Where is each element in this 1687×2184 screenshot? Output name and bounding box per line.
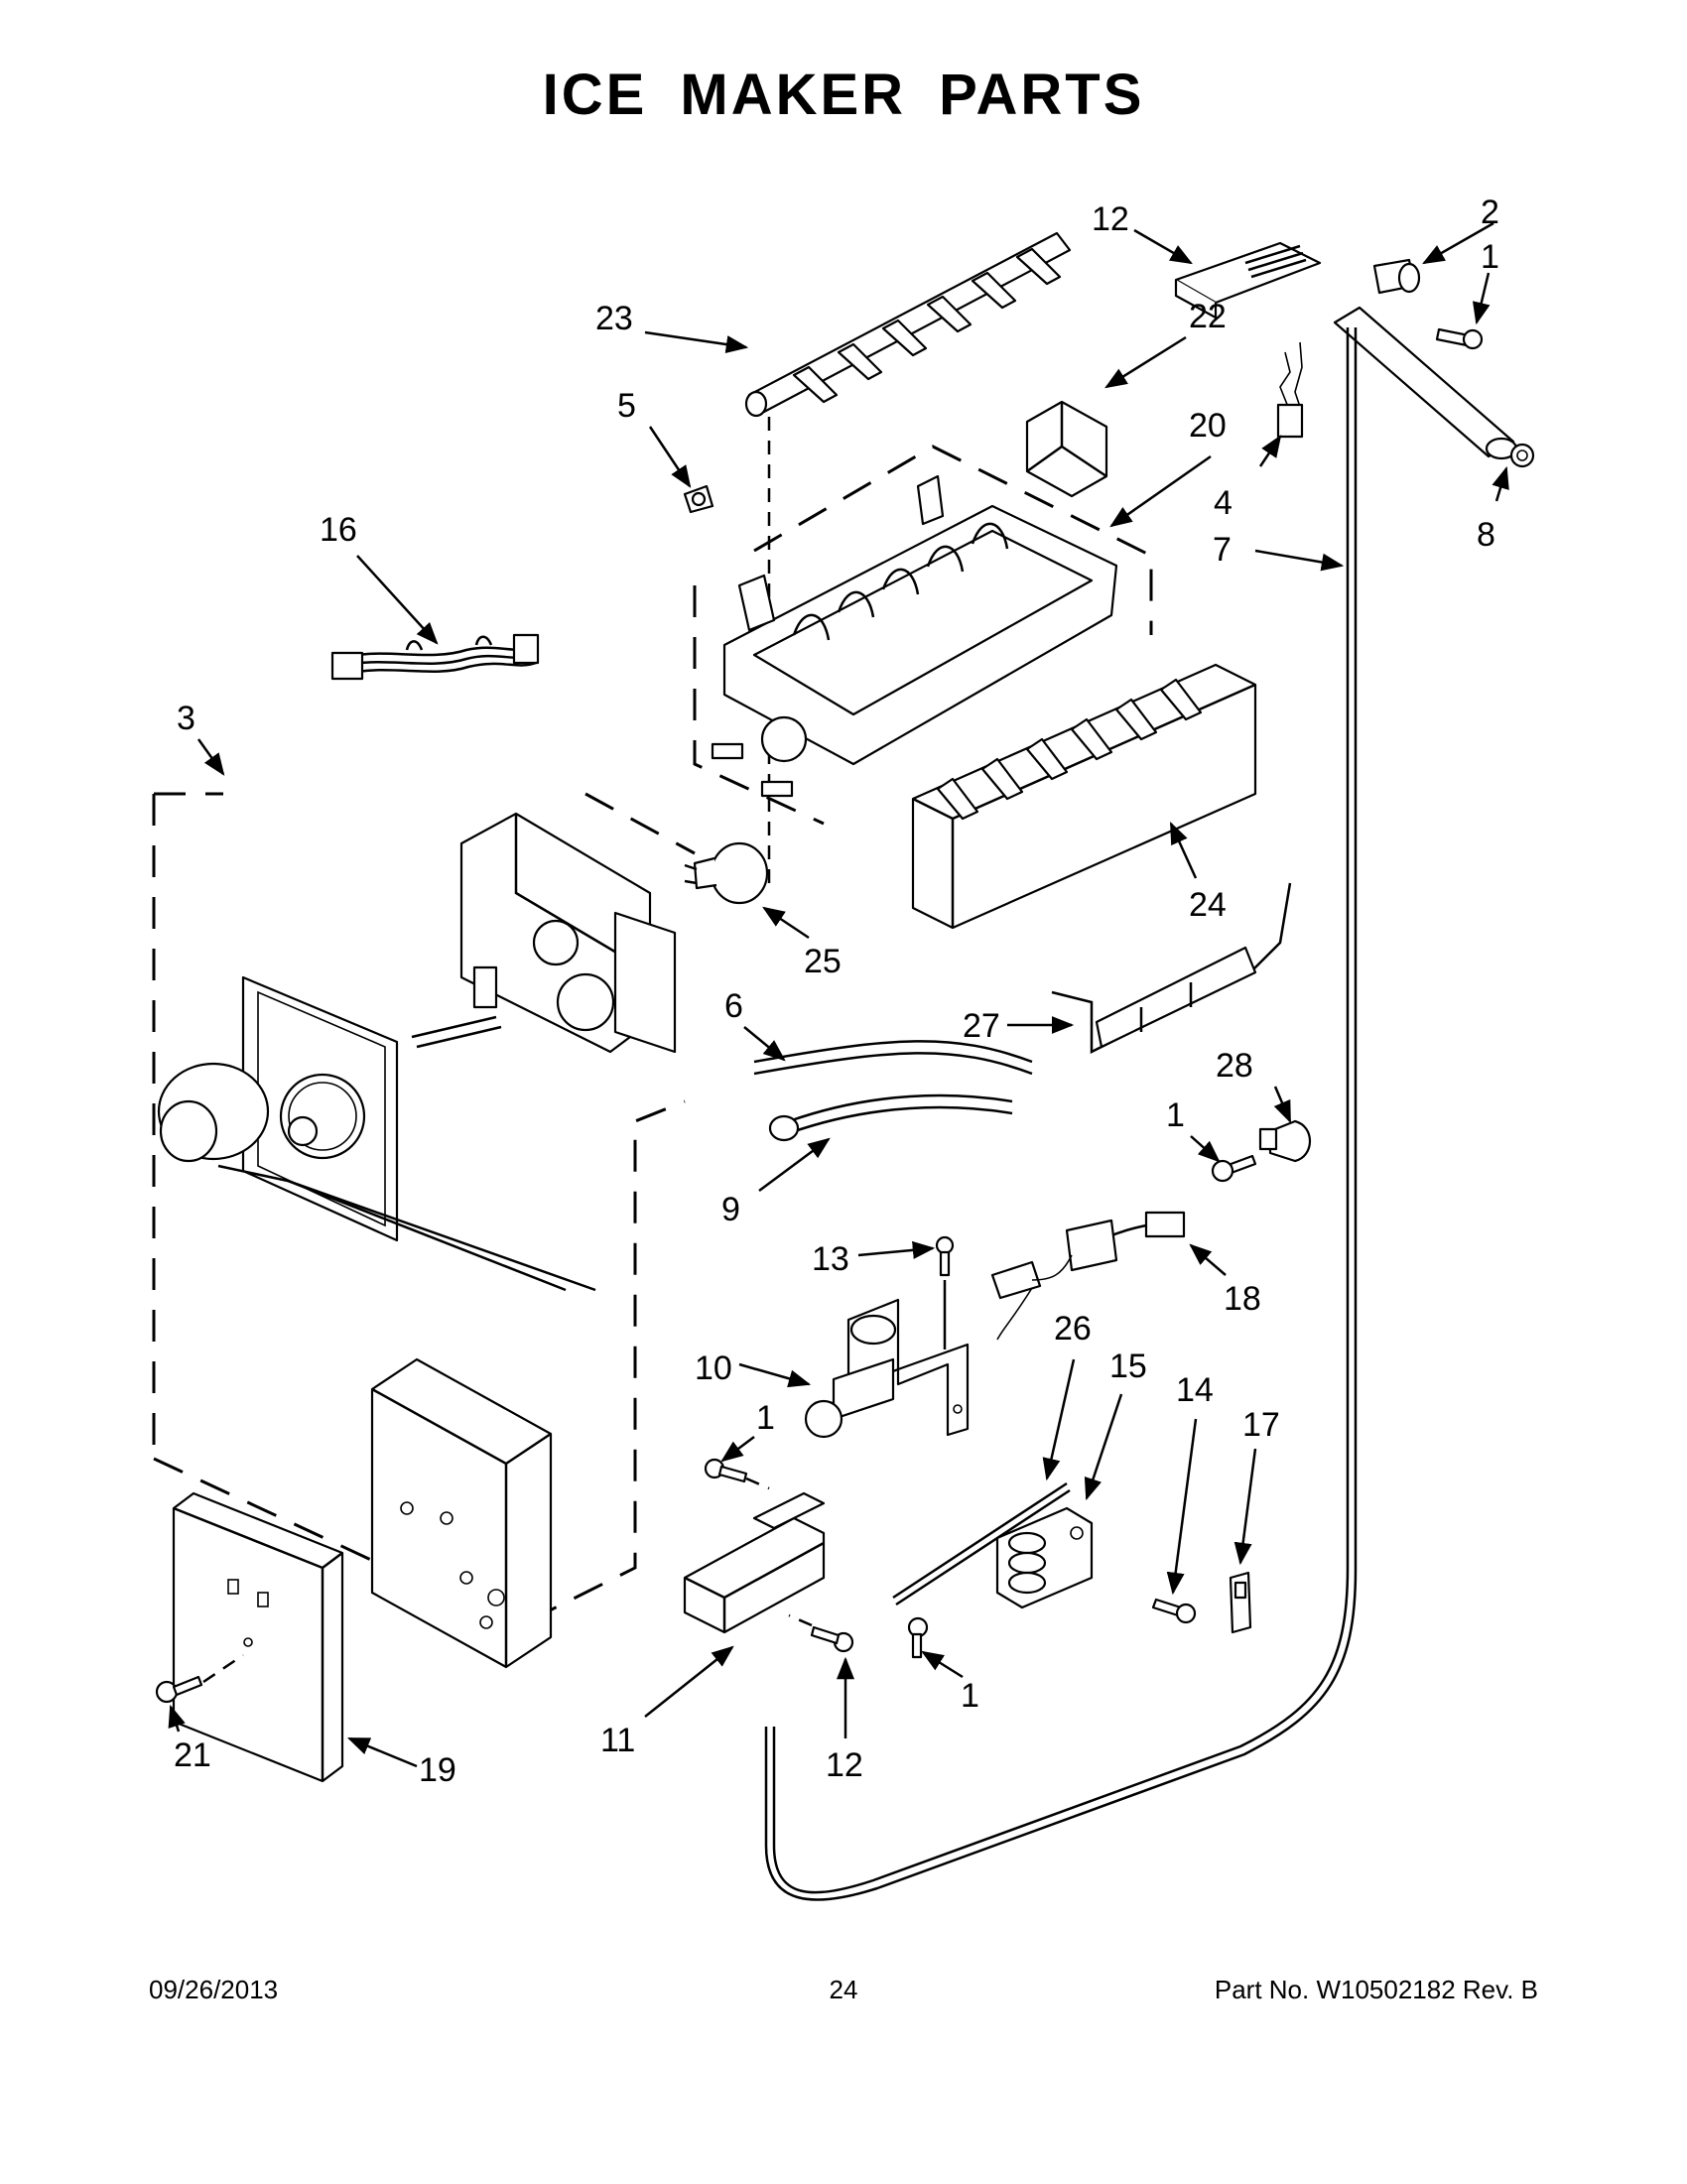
callout-23: 23 [595,300,633,337]
callout-9: 9 [721,1191,740,1228]
cover-part-13 [1174,241,1322,320]
fuse-part-16 [1229,1571,1252,1634]
clip-part-5 [683,484,714,514]
callout-26: 26 [1054,1310,1092,1348]
footer-date: 09/26/2013 [149,1975,279,2004]
heater-part-15 [995,1506,1094,1609]
callout-27: 27 [963,1007,1000,1045]
screw-part-1-bracket [704,1458,770,1490]
callout-15: 15 [1109,1348,1147,1385]
callout-3: 3 [177,700,195,737]
screw-part-1-heater [907,1616,929,1659]
callout-10: 10 [695,1349,732,1387]
callout-25: 25 [804,943,842,980]
callout-5: 5 [617,387,636,425]
leader-lines [168,221,1509,1768]
callout-1c: 1 [756,1399,775,1437]
callout-16: 17 [1242,1406,1280,1444]
control-housing-assembly-3 [459,812,677,1054]
callout-21: 21 [174,1736,211,1774]
heater-part-26 [892,1481,1071,1606]
screw-part-1-right [1211,1154,1257,1183]
bail-arm-part-27 [1051,882,1292,1055]
callout-17: 16 [320,511,357,549]
callout-13: 12 [1092,200,1129,238]
callout-19: 18 [1224,1280,1261,1318]
callout-4: 4 [1214,484,1233,522]
wire-harness-part-17 [330,633,540,681]
bracket-part-22 [1025,400,1108,498]
callout-28: 28 [1216,1047,1253,1085]
clamp-part-28 [1258,1119,1311,1163]
thermostat-part-4 [1276,341,1304,439]
screw-part-12-lower [788,1613,854,1653]
callout-8: 8 [1477,516,1495,554]
callout-1: 1 [1481,238,1499,276]
callout-7: 7 [1213,531,1232,569]
callout-22: 22 [1189,298,1227,335]
callout-labels: 12 2 1 23 5 22 20 4 8 7 16 3 24 25 6 27 … [174,193,1499,1789]
tube-part-9 [768,1093,1013,1142]
footer-page-number: 24 [829,1975,858,2004]
screw-part-14 [1151,1598,1197,1624]
tube-part-6 [753,1040,1033,1076]
callout-24: 24 [1189,886,1227,924]
callout-18: 19 [419,1751,456,1789]
plug-part-25 [684,841,769,905]
footer-part-number: Part No. W10502182 Rev. B [1214,1975,1538,2004]
wire-part-19 [990,1211,1186,1341]
page-title: ICE MAKER PARTS [542,63,1145,127]
callout-2: 2 [1481,193,1499,231]
bracket-part-11 [683,1491,826,1634]
callout-6: 6 [724,987,743,1025]
control-board-assembly-3 [370,1357,553,1669]
callout-12: 13 [812,1240,849,1278]
callout-20: 20 [1189,407,1227,445]
fill-tube-part-7 [764,327,1358,1901]
screw-part-12-upper [935,1235,955,1349]
motor-gear-assembly-3 [157,975,596,1292]
fill-tube-part-2 [1372,258,1421,295]
callout-14: 14 [1176,1371,1214,1409]
callout-12b: 12 [826,1746,863,1784]
callout-11: 11 [600,1722,635,1759]
ice-mold-part-20 [693,445,1153,826]
callout-1d: 1 [961,1677,979,1715]
water-valve-part-10 [804,1298,970,1439]
callout-1b: 1 [1166,1096,1185,1134]
screw-part-21 [155,1653,244,1704]
ejector-shaft-part-23 [744,231,1072,883]
screw-part-1-top [1435,327,1484,350]
housing-cover-part-24 [911,663,1257,930]
fill-tube-part-8 [1333,306,1535,468]
